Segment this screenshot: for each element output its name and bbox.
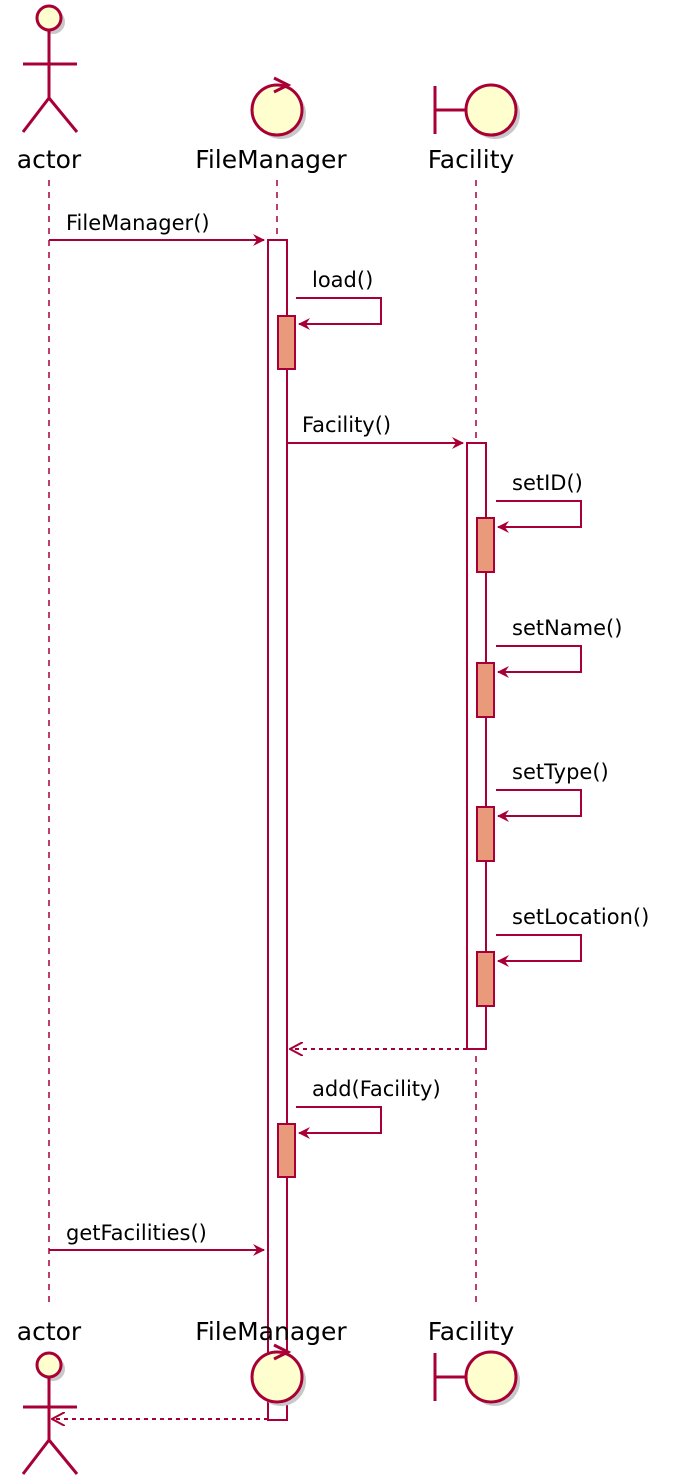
control-circle-icon (250, 76, 306, 139)
message-settype: setType() (496, 760, 609, 822)
activation-facility (466, 442, 487, 1050)
lifelines (48, 180, 477, 1305)
message-label: getFacilities() (66, 1221, 207, 1245)
participants-bottom: actor FileManager Facility (17, 1317, 520, 1475)
participant-label-filemanager: FileManager (195, 145, 347, 174)
control-circle-icon (250, 1343, 306, 1406)
activation-settype (476, 806, 495, 862)
message-setlocation: setLocation() (496, 905, 649, 967)
stick-figure-icon (21, 4, 79, 133)
activation-add (277, 1123, 296, 1178)
message-label: load() (312, 268, 373, 292)
activation-setid (476, 517, 495, 573)
message-add: add(Facility) (296, 1077, 441, 1139)
activation-load (277, 315, 296, 370)
activation-setname (476, 662, 495, 718)
stick-figure-icon (21, 1351, 79, 1475)
activation-setlocation (476, 951, 495, 1007)
message-load: load() (296, 268, 382, 330)
message-label: setName() (512, 616, 622, 640)
messages: FileManager() load() Facility() setID() … (49, 211, 649, 1419)
actor-head-top: actor (17, 4, 82, 174)
message-label: FileManager() (66, 211, 210, 235)
message-setname: setName() (496, 616, 622, 678)
facility-head-bottom: Facility (428, 1317, 520, 1406)
participant-label-actor: actor (17, 145, 82, 174)
boundary-icon (433, 1350, 520, 1406)
participant-label-facility: Facility (428, 145, 515, 174)
message-facility-call: Facility() (287, 413, 464, 449)
message-label: add(Facility) (312, 1077, 441, 1101)
participant-label-actor: actor (17, 1317, 82, 1346)
message-getfacilities: getFacilities() (49, 1221, 265, 1256)
participants-top: actor FileManager Facility (17, 4, 520, 174)
message-label: setID() (512, 471, 583, 495)
boundary-icon (433, 83, 520, 139)
message-label: Facility() (302, 413, 391, 437)
filemanager-head-bottom: FileManager (195, 1317, 347, 1406)
message-label: setLocation() (512, 905, 649, 929)
filemanager-head-top: FileManager (195, 76, 347, 174)
message-label: setType() (512, 760, 609, 784)
message-filemanager-call: FileManager() (49, 211, 265, 246)
activations (267, 239, 495, 1421)
facility-head-top: Facility (428, 83, 520, 174)
message-setid: setID() (496, 471, 583, 533)
activation-filemanager (267, 239, 288, 1421)
actor-head-bottom: actor (17, 1317, 82, 1475)
participant-label-facility: Facility (428, 1317, 515, 1346)
participant-label-filemanager: FileManager (195, 1317, 347, 1346)
